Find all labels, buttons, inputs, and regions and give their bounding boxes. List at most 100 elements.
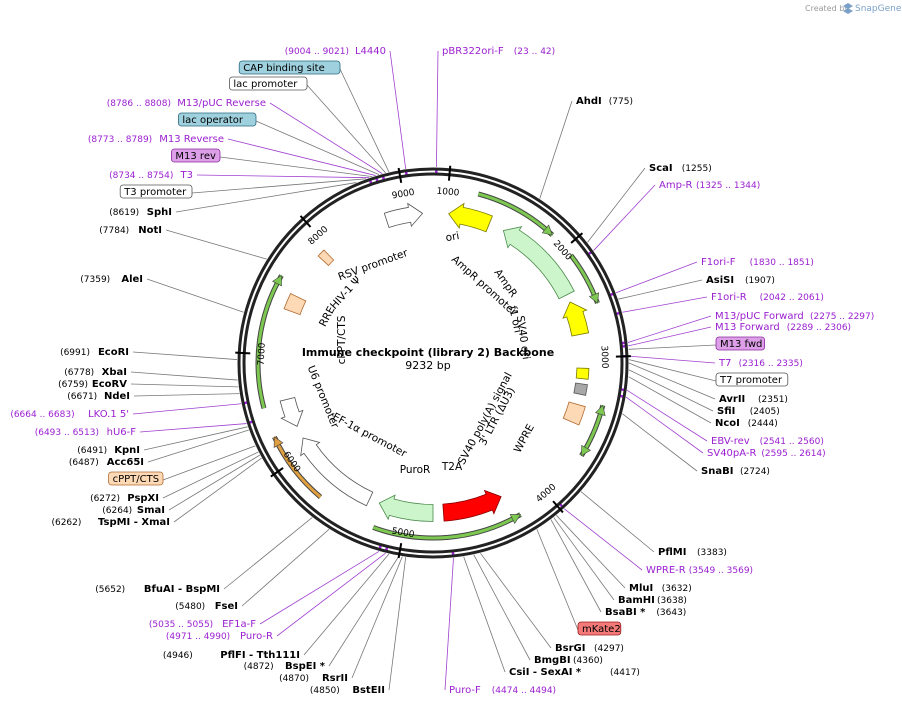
enzyme-snabi: SnaBI — [701, 466, 733, 477]
enzyme-noti: NotI — [138, 225, 162, 236]
leader-line — [223, 517, 313, 590]
primer-t7: T7 — [718, 358, 731, 369]
tick-label: 4000 — [535, 482, 559, 505]
site-position: (9004 .. 9021) — [285, 47, 349, 57]
outer-arc-arrowhead-icon — [581, 444, 592, 457]
leader-line — [480, 552, 552, 649]
created-by-text: Created by — [805, 4, 849, 13]
leader-line — [539, 100, 573, 199]
outer-arc-arrowhead-icon — [588, 292, 600, 304]
leader-line — [628, 359, 717, 382]
site-position: (7784) — [99, 226, 129, 236]
site-position: (5480) — [175, 602, 205, 612]
site-position: (3632) — [662, 584, 692, 594]
feature-psi-box — [317, 249, 335, 267]
leader-line — [556, 515, 626, 589]
tick-mark — [397, 167, 403, 183]
backbone-inner-ring — [242, 172, 624, 554]
plasmid-size: 9232 bp — [405, 359, 450, 372]
leader-line — [628, 362, 716, 400]
enzyme-ecorv: EcoRV — [92, 379, 127, 390]
leader-line — [162, 451, 259, 499]
leader-line — [628, 376, 712, 424]
leader-line — [241, 528, 330, 607]
leader-line — [622, 413, 698, 472]
leader-line — [162, 445, 256, 481]
outer-feature-arc — [256, 274, 283, 409]
brand-text: SnapGene — [855, 4, 902, 14]
enzyme-bfuai-bspmi: BfuAI - BspMI — [144, 584, 220, 595]
leader-line — [627, 315, 712, 343]
site-position: (23 .. 42) — [514, 47, 555, 57]
site-position: (6664 .. 6683) — [10, 410, 74, 420]
enzyme-acc65i: Acc65I — [107, 457, 144, 468]
leader-line — [473, 554, 531, 661]
feature-box-label: T7 promoter — [719, 375, 783, 386]
primer-puro-f: Puro-F — [449, 685, 481, 696]
feature-rre-box — [283, 292, 307, 316]
enzyme-bsabi: BsaBI * — [605, 607, 646, 618]
site-position: (2541 .. 2560) — [760, 437, 824, 447]
site-position: (6671) — [67, 392, 97, 402]
feature-box-label: lac promoter — [233, 79, 298, 90]
leader-line — [628, 344, 717, 350]
enzyme-ahdi: AhdI — [576, 96, 602, 107]
site-position: (8734 .. 8754) — [109, 171, 173, 181]
primer-m13-puc-reverse: M13/pUC Reverse — [177, 98, 266, 109]
outer-arc-arrowhead-icon — [595, 404, 606, 417]
primer-wpre-r: WPRE-R — [646, 565, 686, 576]
tick-label: 2000 — [551, 239, 574, 263]
leader-line — [587, 167, 646, 243]
leader-line — [269, 102, 383, 175]
inner-label-ori: ori — [445, 230, 461, 244]
feature-ori — [448, 202, 493, 233]
leader-line — [139, 423, 247, 433]
leader-line — [351, 556, 403, 679]
leader-line — [626, 389, 708, 442]
site-position: (2351) — [758, 395, 788, 405]
inner-features — [279, 202, 590, 522]
leader-line — [615, 261, 698, 294]
outer-arc-arrowhead-icon — [273, 436, 284, 449]
leader-line — [196, 174, 370, 179]
feature-box-cap-binding-site — [238, 60, 341, 75]
site-position: (2289 .. 2306) — [787, 323, 851, 333]
inner-label-ef-1-promoter: EF-1α promoter — [330, 411, 409, 460]
enzyme-bmgbi: BmgBI — [534, 655, 571, 666]
feature-box-label: CAP binding site — [243, 63, 325, 74]
feature-ef-1a — [300, 437, 374, 507]
site-position: (4297) — [594, 644, 624, 654]
snapgene-logo-icon — [843, 3, 853, 14]
feature-box-t7-promoter — [715, 372, 789, 387]
primer-m13-puc-forward: M13/pUC Forward — [715, 311, 804, 322]
feature-u6 — [279, 396, 304, 427]
leader-line — [276, 552, 386, 637]
leader-line — [132, 351, 238, 360]
site-position: (2042 .. 2061) — [760, 293, 824, 303]
enzyme-smai: SmaI — [137, 505, 165, 516]
leader-line — [168, 454, 261, 511]
primer-m13-reverse: M13 Reverse — [159, 134, 224, 145]
site-position: (6759) — [58, 380, 88, 390]
leader-line — [328, 555, 400, 667]
site-position: (775) — [609, 97, 633, 107]
site-position: (4870) — [279, 674, 309, 684]
enzyme-tspmi-xmai: TspMI - XmaI — [98, 517, 170, 528]
leader-line — [306, 84, 386, 174]
tick-label: 3000 — [598, 345, 609, 369]
site-position: (6264) — [102, 506, 132, 516]
leader-line — [219, 156, 373, 177]
primer-f1ori-r: F1ori-R — [711, 292, 747, 303]
site-position: (6487) — [69, 458, 99, 468]
site-position: (3383) — [697, 548, 727, 558]
outer-arc-arrowhead-icon — [541, 224, 553, 236]
enzyme-pspxi: PspXI — [127, 493, 159, 504]
enzyme-csii-sexai: CsiI - SexAI * — [509, 667, 582, 678]
leader-line — [550, 519, 602, 613]
leader-line — [339, 68, 390, 173]
enzyme-sphi: SphI — [147, 207, 172, 218]
site-position: (2444) — [748, 419, 778, 429]
site-position: (1907) — [745, 276, 775, 286]
inner-label-t2a: T2A — [441, 461, 463, 473]
leader-line — [165, 229, 267, 260]
